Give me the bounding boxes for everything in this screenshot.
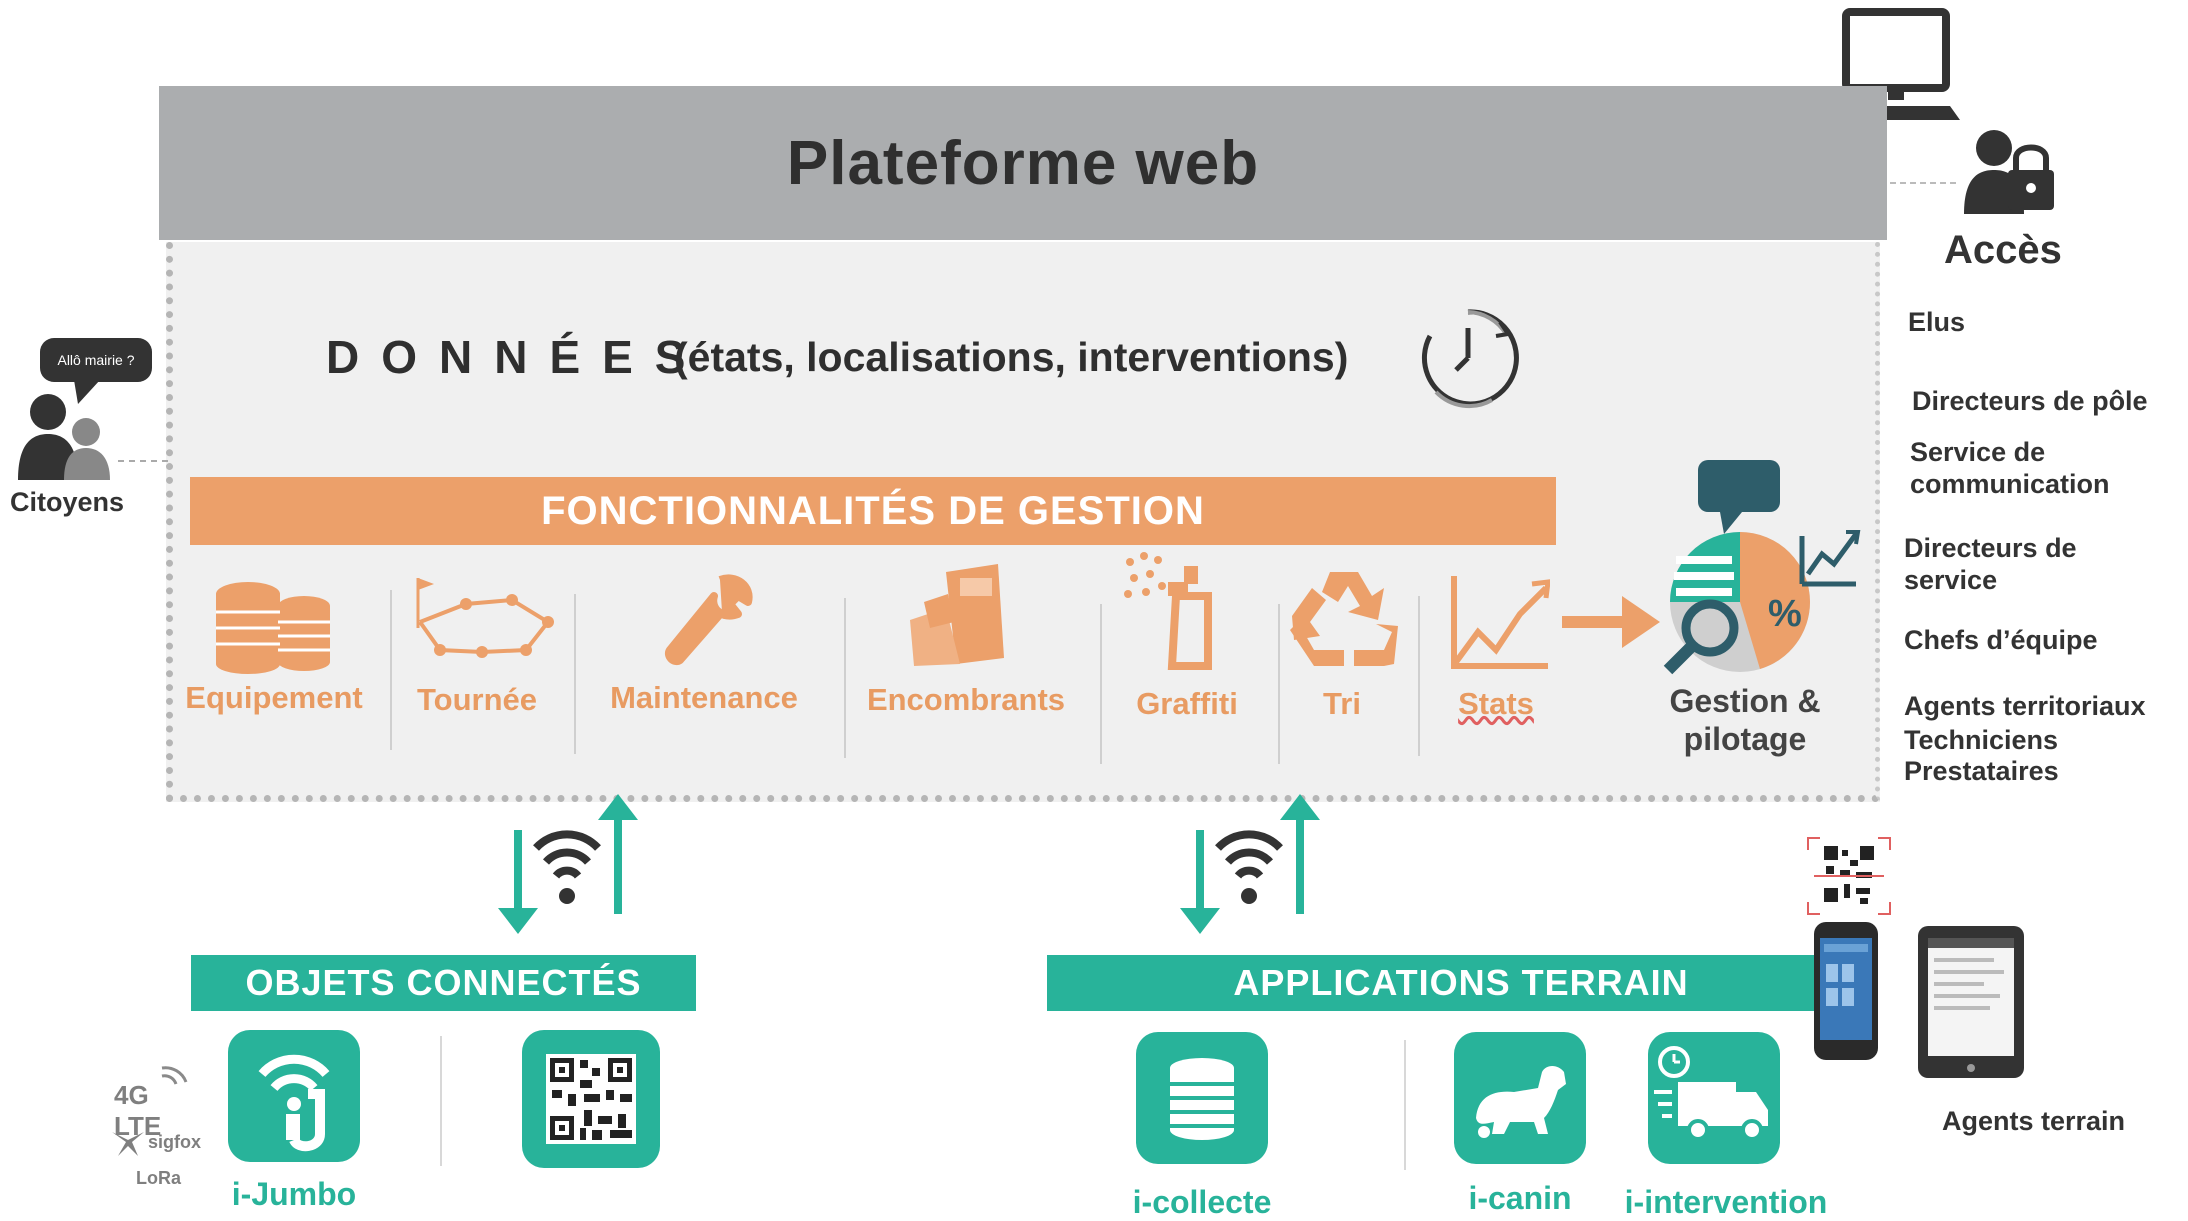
acces-title: Accès — [1944, 228, 2062, 272]
acces-item: Directeurs de service — [1904, 533, 2077, 595]
function-label-graffiti: Graffiti — [1136, 686, 1238, 721]
citoyens-connector — [118, 460, 168, 462]
qr-code-icon — [546, 1054, 636, 1144]
i-canin-label: i-canin — [1468, 1180, 1572, 1216]
clock-icon — [1421, 309, 1519, 409]
bin-stack-icon — [1170, 1058, 1234, 1140]
bubble-tail-icon — [74, 380, 100, 404]
acces-connector — [1890, 182, 1956, 184]
function-separator — [1418, 596, 1420, 756]
applications-terrain-bar: APPLICATIONS TERRAIN — [1047, 955, 1875, 1011]
signal-icon — [161, 1066, 188, 1085]
sync-arrows-wifi-icon — [1180, 794, 1320, 934]
speech-bubble: Allô mairie ? — [40, 338, 152, 382]
objets-connectes-bar: OBJETS CONNECTÉS — [191, 955, 696, 1011]
citizens-icon — [18, 394, 110, 480]
arrow-right-icon — [1562, 596, 1660, 648]
acces-item: Agents territoriaux — [1904, 691, 2146, 721]
qr-code-app-icon — [522, 1030, 660, 1168]
coins-stack-icon — [216, 582, 330, 674]
function-label-encombrants: Encombrants — [866, 682, 1066, 717]
speech-bubble-text: Allô mairie ? — [57, 352, 135, 368]
function-label-maintenance: Maintenance — [610, 680, 798, 715]
platform-title: Plateforme web — [786, 128, 1260, 198]
platform-header: Plateforme web — [159, 86, 1887, 240]
qr-scan-icon — [1807, 837, 1891, 915]
sync-arrows-wifi-icon — [498, 794, 638, 934]
line-chart-icon — [1451, 576, 1550, 669]
function-separator — [574, 594, 576, 754]
function-separator — [1278, 604, 1280, 764]
dog-icon — [1476, 1066, 1566, 1138]
function-label-tournee: Tournée — [417, 682, 537, 717]
acces-item: Chefs d’équipe — [1904, 625, 2098, 655]
i-canin-app-icon — [1454, 1032, 1586, 1164]
i-collecte-label: i-collecte — [1132, 1184, 1272, 1220]
i-intervention-label: i-intervention — [1624, 1184, 1828, 1220]
gestion-pilotage-label: Gestion & pilotage — [1620, 682, 1870, 758]
acces-item: Directeurs de pôle — [1912, 386, 2148, 416]
i-intervention-app-icon — [1648, 1032, 1780, 1164]
gestion-label-line1: Gestion & — [1669, 683, 1821, 719]
user-lock-icon — [1964, 130, 2054, 214]
function-separator — [844, 598, 846, 758]
fonctionnalites-title: FONCTIONNALITÉS DE GESTION — [541, 488, 1205, 533]
network-lora-label: LoRa — [136, 1168, 181, 1188]
acces-item: Prestataires — [1904, 756, 2059, 786]
smartphone-icon — [1814, 922, 1878, 1060]
acces-item: Service de communication — [1910, 437, 2110, 499]
wrench-icon — [665, 574, 753, 665]
spray-can-icon — [1124, 552, 1212, 670]
function-label-stats: Stats — [1458, 686, 1534, 721]
function-label-equipement: Equipement — [185, 680, 363, 715]
acces-item: Elus — [1908, 307, 1966, 337]
sigfox-logo-icon — [112, 1132, 144, 1156]
route-polygon-icon — [416, 578, 554, 658]
donnees-heading: DONNÉES — [326, 331, 708, 383]
function-separator — [390, 590, 392, 750]
donnees-detail: (états, localisations, interventions) — [674, 334, 1349, 380]
recycle-icon — [1290, 572, 1398, 666]
i-jumbo-label: i-Jumbo — [231, 1176, 357, 1212]
i-collecte-app-icon — [1136, 1032, 1268, 1164]
dashboard-pie-icon: % — [1663, 460, 1861, 675]
gestion-label-line2: pilotage — [1683, 721, 1807, 757]
wifi-j-icon — [258, 1054, 330, 1152]
objects-separator — [440, 1036, 442, 1166]
function-label-tri: Tri — [1323, 686, 1361, 721]
network-sigfox-label: sigfox — [148, 1132, 202, 1152]
bulky-waste-icon — [910, 564, 1004, 666]
svg-text:%: % — [1768, 593, 1802, 635]
tablet-icon — [1918, 926, 2024, 1078]
fonctionnalites-bar: FONCTIONNALITÉS DE GESTION — [190, 477, 1556, 545]
i-jumbo-app-icon — [228, 1030, 360, 1162]
agents-terrain-label: Agents terrain — [1942, 1106, 2126, 1136]
objets-connectes-title: OBJETS CONNECTÉS — [245, 962, 642, 1003]
apps-separator — [1404, 1040, 1406, 1170]
function-separator — [1100, 604, 1102, 764]
citoyens-label: Citoyens — [10, 487, 125, 517]
applications-terrain-title: APPLICATIONS TERRAIN — [1233, 962, 1689, 1003]
truck-clock-icon — [1654, 1046, 1768, 1141]
acces-item: Techniciens — [1904, 725, 2059, 755]
